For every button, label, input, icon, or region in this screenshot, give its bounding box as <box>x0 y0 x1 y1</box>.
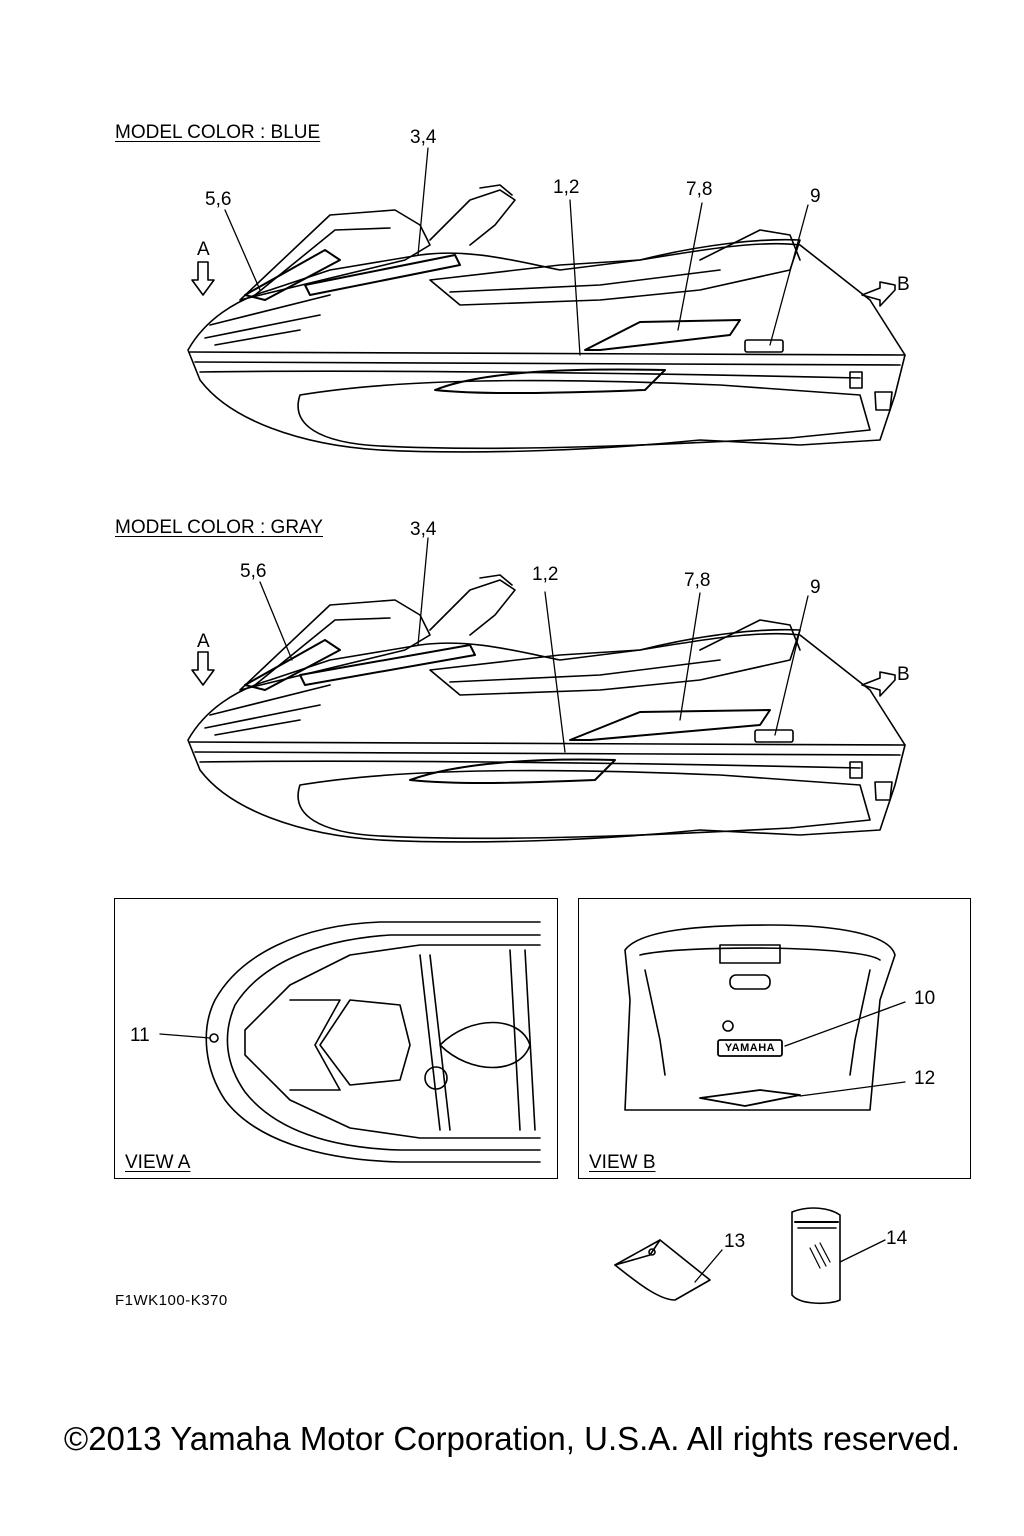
yamaha-badge-text: YAMAHA <box>724 1042 776 1054</box>
arrow-b-label-gray: B <box>897 664 910 685</box>
callout-11: 11 <box>130 1025 150 1046</box>
arrow-b-label-blue: B <box>897 274 910 295</box>
callout-7-8-gray: 7,8 <box>684 570 711 591</box>
callout-7-8-blue: 7,8 <box>686 179 713 200</box>
callout-10: 10 <box>914 988 936 1009</box>
arrow-a-label-gray: A <box>197 631 210 652</box>
callout-3-4-blue: 3,4 <box>410 127 437 148</box>
jetski-side-view-blue <box>187 184 906 453</box>
callout-leaders-blue <box>224 147 809 356</box>
accessory-pouch-13-icon <box>614 1239 723 1301</box>
callout-9-gray: 9 <box>810 577 821 598</box>
arrow-a-icon <box>191 651 215 686</box>
view-a-box <box>114 898 558 1179</box>
arrow-a-icon <box>191 261 215 296</box>
callout-1-2-gray: 1,2 <box>532 564 559 585</box>
view-a-top-art <box>159 921 541 1163</box>
model-color-gray-title: MODEL COLOR : GRAY <box>115 517 323 538</box>
view-b-box <box>578 898 971 1179</box>
arrow-b-icon <box>861 671 896 697</box>
arrow-b-icon <box>861 281 896 307</box>
jetski-side-view-gray <box>187 574 906 843</box>
arrow-a-label-blue: A <box>197 239 210 260</box>
view-b-rear-art <box>624 924 906 1111</box>
callout-1-2-blue: 1,2 <box>553 177 580 198</box>
callout-9-blue: 9 <box>810 186 821 207</box>
callout-14: 14 <box>886 1228 908 1249</box>
view-b-label: VIEW B <box>589 1152 656 1173</box>
copyright-notice: ©2013 Yamaha Motor Corporation, U.S.A. A… <box>63 1420 961 1457</box>
callout-3-4-gray: 3,4 <box>410 519 437 540</box>
callout-leaders-gray <box>259 537 809 753</box>
accessory-document-bag-14-icon <box>791 1207 886 1305</box>
callout-12: 12 <box>914 1068 936 1089</box>
callout-5-6-gray: 5,6 <box>240 561 267 582</box>
callout-13: 13 <box>724 1231 746 1252</box>
model-color-blue-title: MODEL COLOR : BLUE <box>115 122 321 143</box>
callout-5-6-blue: 5,6 <box>205 189 232 210</box>
view-a-label: VIEW A <box>125 1152 191 1173</box>
part-code: F1WK100-K370 <box>115 1292 228 1309</box>
